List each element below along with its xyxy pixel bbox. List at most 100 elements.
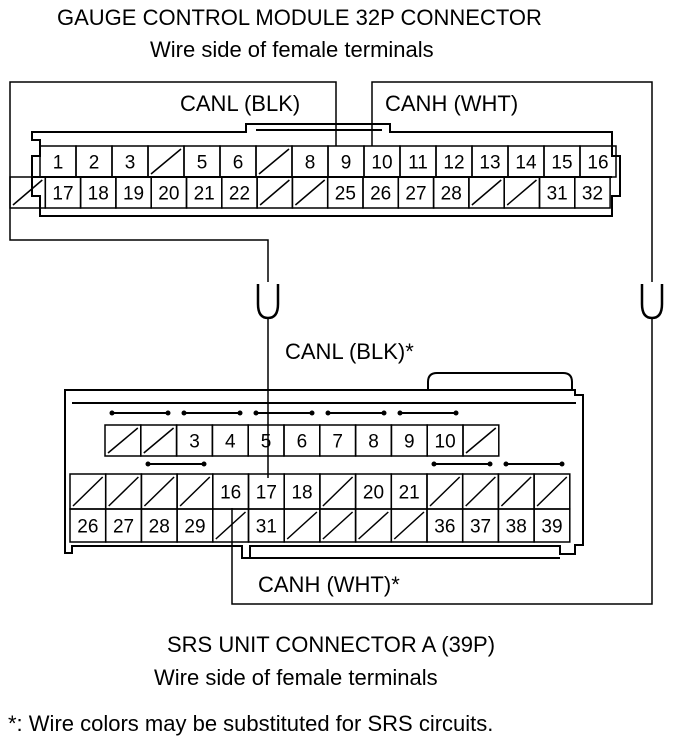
empty-cavity-icon	[465, 427, 497, 454]
srs-row1-cell	[462, 424, 500, 457]
srs-connector-outline	[64, 389, 584, 559]
empty-cavity-icon	[143, 427, 175, 454]
empty-cavity-icon	[429, 476, 461, 507]
srs-row1-cell: 6	[283, 424, 321, 457]
srs-row1-cell: 10	[426, 424, 464, 457]
canh-top-label: CANH (WHT)	[385, 91, 519, 116]
srs-row3-cell: 38	[497, 508, 535, 543]
connector-symbols	[256, 284, 664, 320]
terminal-number: 9	[341, 153, 352, 174]
canh-wire	[371, 81, 653, 282]
gauge-row1-cell	[147, 145, 185, 178]
srs-row3-cell: 36	[426, 508, 464, 543]
srs-row1-cell	[140, 424, 178, 457]
gauge-row1-cell: 5	[183, 145, 221, 178]
terminal-number: 28	[441, 184, 462, 205]
gauge-row1-cell: 1	[39, 145, 77, 178]
terminal-number: 16	[220, 483, 241, 504]
gauge-row2-cell: 26	[362, 176, 400, 209]
terminal-number: 32	[582, 184, 603, 205]
srs-row2-cell	[104, 473, 143, 510]
gauge-connector-title: GAUGE CONTROL MODULE 32P CONNECTOR	[57, 5, 542, 30]
terminal-number: 26	[370, 184, 391, 205]
srs-connector-bottom-rail	[249, 546, 560, 559]
terminal-number: 1	[53, 153, 64, 174]
terminal-number: 18	[88, 184, 109, 205]
gauge-row1-cell: 2	[75, 145, 113, 178]
gauge-row1-cell: 11	[399, 145, 437, 178]
srs-row2-cell	[319, 473, 357, 510]
gauge-row2-cell: 17	[44, 176, 82, 209]
terminal-number: 9	[404, 432, 415, 453]
srs-row1-cell: 8	[354, 424, 393, 457]
terminal-number: 8	[305, 153, 316, 174]
gauge-row1-cell: 3	[111, 145, 149, 178]
gauge-row1-cell: 8	[291, 145, 329, 178]
gauge-row2-cell: 20	[150, 176, 188, 209]
srs-row3-cell	[319, 508, 357, 543]
terminal-number: 8	[368, 432, 379, 453]
canl-top-label: CANL (BLK)	[180, 91, 301, 116]
srs-connector-body	[64, 372, 584, 559]
srs-row2-cell	[497, 473, 535, 510]
gauge-row1-cell: 15	[543, 145, 581, 178]
gauge-row2-cell	[503, 176, 541, 209]
srs-shorting-bar	[325, 410, 387, 416]
terminal-number: 39	[541, 517, 562, 538]
empty-cavity-icon	[500, 476, 532, 507]
gauge-row2-cell: 28	[432, 176, 470, 209]
empty-cavity-icon	[322, 476, 354, 507]
empty-cavity-icon	[471, 179, 502, 206]
terminal-number: 10	[371, 153, 392, 174]
srs-row3-cell	[354, 508, 393, 543]
srs-shorting-bar	[431, 461, 493, 467]
terminal-number: 17	[256, 483, 277, 504]
srs-row2-cell: 17	[247, 473, 285, 510]
canl-mid-label: CANL (BLK)*	[285, 339, 414, 364]
srs-row3-cell: 28	[140, 508, 178, 543]
gauge-row1-cell: 9	[327, 145, 365, 178]
empty-cavity-icon	[393, 511, 425, 540]
terminal-number: 14	[515, 153, 537, 174]
terminal-number: 37	[470, 517, 491, 538]
terminal-number: 6	[297, 432, 308, 453]
empty-cavity-icon	[12, 179, 43, 206]
gauge-row2-cell	[291, 176, 329, 209]
empty-cavity-icon	[259, 179, 290, 206]
terminal-number: 16	[587, 153, 608, 174]
gauge-row2-cell: 25	[326, 176, 364, 209]
terminal-number: 27	[113, 517, 134, 538]
gauge-row2-cell: 19	[115, 176, 152, 209]
empty-cavity-icon	[536, 476, 568, 507]
srs-shorting-bar	[109, 410, 171, 416]
srs-row3-cell: 37	[461, 508, 500, 543]
footnote: *: Wire colors may be substituted for SR…	[8, 711, 494, 736]
terminal-number: 25	[335, 184, 356, 205]
terminal-number: 12	[443, 153, 464, 174]
gauge-row1-cell: 14	[507, 145, 545, 178]
srs-row1-cell: 7	[319, 424, 357, 457]
srs-row3-cell	[283, 508, 321, 543]
terminal-number: 26	[77, 517, 98, 538]
srs-row2-cell	[69, 473, 107, 510]
gauge-row2-cell: 18	[79, 176, 117, 209]
gauge-row2-cell: 31	[538, 176, 576, 209]
terminal-number: 5	[197, 153, 208, 174]
srs-row2-cell	[533, 473, 571, 510]
srs-row3-cell	[390, 508, 428, 543]
terminal-number: 11	[408, 153, 428, 174]
canh-connector-symbol-icon	[640, 284, 664, 320]
terminal-number: 20	[363, 483, 384, 504]
srs-row1-cell: 4	[211, 424, 249, 457]
gauge-row1-cell: 12	[435, 145, 473, 178]
terminal-number: 20	[158, 184, 179, 205]
terminal-number: 7	[332, 432, 343, 453]
gauge-row1-cell: 13	[471, 145, 509, 178]
srs-row1-cell: 5	[247, 424, 285, 457]
srs-row1-cell	[104, 424, 142, 457]
terminal-number: 27	[405, 184, 426, 205]
srs-connector-subtitle: Wire side of female terminals	[154, 665, 438, 690]
empty-cavity-icon	[258, 148, 290, 175]
canl-connector-symbol-icon	[256, 284, 280, 320]
